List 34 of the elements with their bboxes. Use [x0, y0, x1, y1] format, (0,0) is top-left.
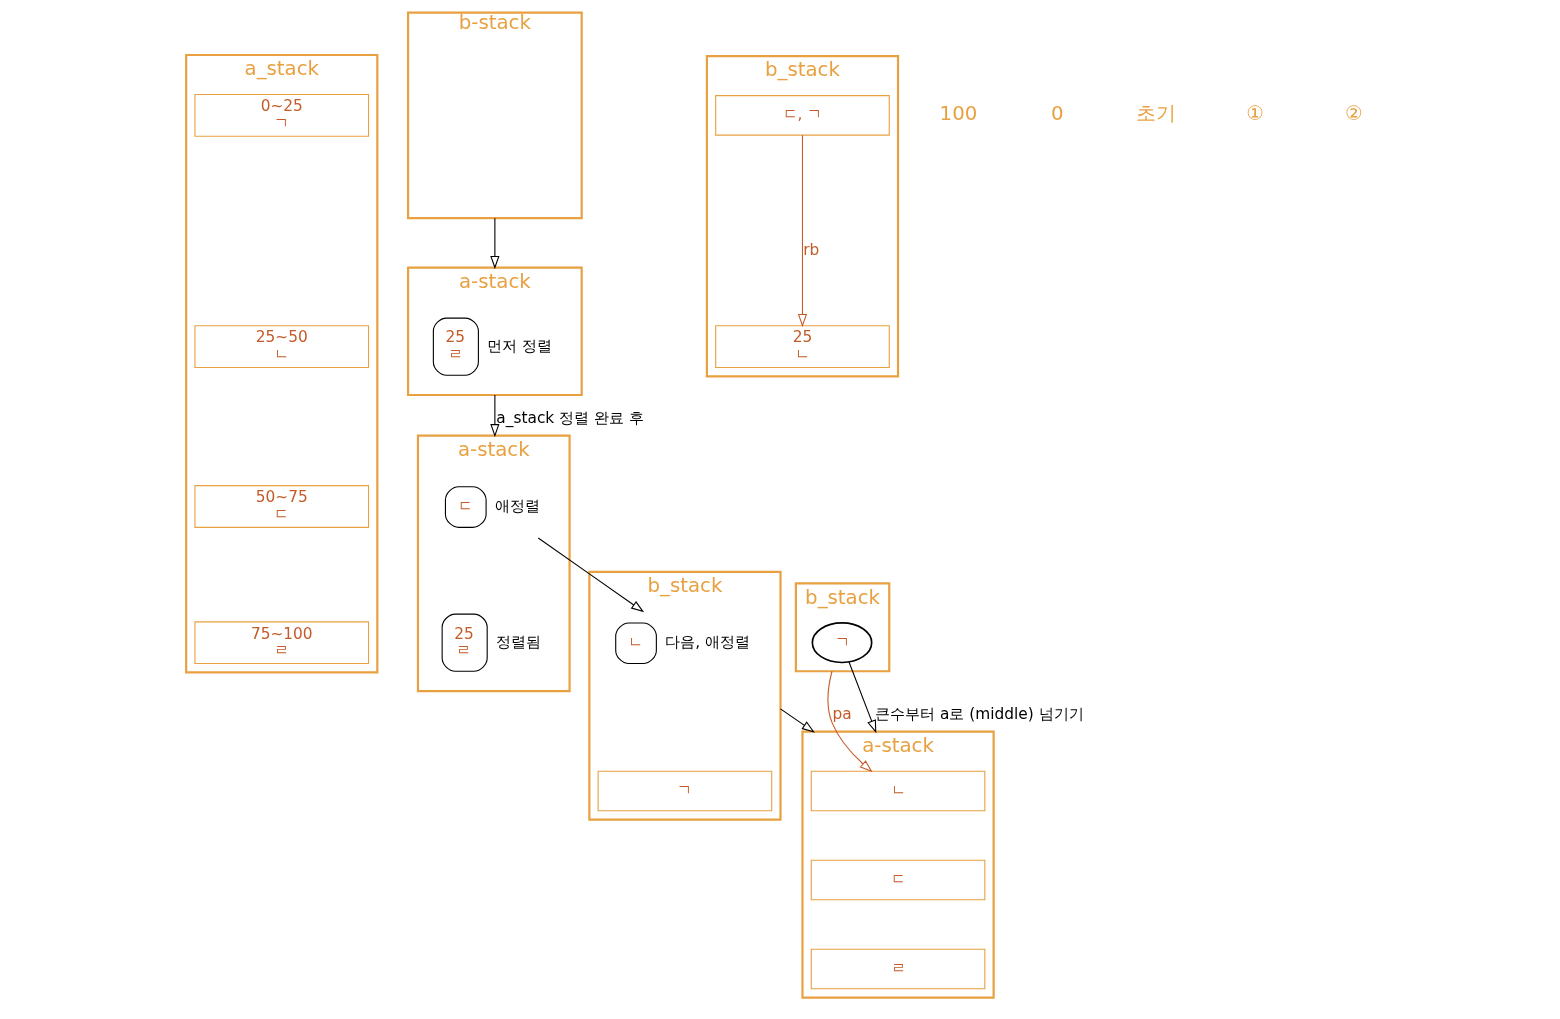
- label: ①: [1245, 102, 1264, 126]
- node-box: ㄹ: [810, 948, 985, 990]
- arrow: [537, 537, 644, 613]
- arrow: [779, 708, 815, 733]
- node-label: 다음, 애정렬: [664, 633, 750, 652]
- node-box: 0~25 ㄱ: [193, 93, 369, 137]
- node-box: 75~100 ㄹ: [193, 621, 369, 665]
- node-box: 25 ㄴ: [714, 325, 890, 369]
- node-box: ㄱ: [597, 770, 772, 812]
- label: 초기: [1135, 102, 1176, 126]
- label: ②: [1344, 102, 1363, 126]
- arrow: [489, 217, 499, 270]
- arrow: [826, 670, 873, 773]
- node-box: 25~50 ㄴ: [193, 325, 369, 369]
- node-box: b-stack: [406, 11, 583, 220]
- node-label: 먼저 정렬: [486, 336, 552, 355]
- edge-label: 큰수부터 a로 (middle) 넘기기: [874, 704, 1084, 723]
- edge-label: pa: [831, 704, 852, 723]
- edge-label: rb: [802, 240, 819, 259]
- node-box: ㄷ, ㄱ: [714, 95, 890, 136]
- node-box: 50~75 ㄷ: [193, 485, 369, 528]
- label: 0: [1050, 102, 1064, 126]
- label: 100: [939, 102, 977, 126]
- node-ellipse: ㄱ: [811, 622, 872, 664]
- arrow: [847, 661, 876, 734]
- arrow: [489, 394, 499, 438]
- node-box: ㄷ: [810, 859, 985, 901]
- node-box: 25 ㄹ: [432, 317, 479, 376]
- node-label: 정렬됨: [495, 632, 541, 651]
- edge-label: a_stack 정렬 완료 후: [495, 408, 644, 427]
- node-label: 애정렬: [494, 497, 540, 516]
- node-box: 25 ㄹ: [441, 613, 488, 672]
- arrow: [797, 134, 807, 328]
- node-box: ㄴ: [810, 770, 985, 812]
